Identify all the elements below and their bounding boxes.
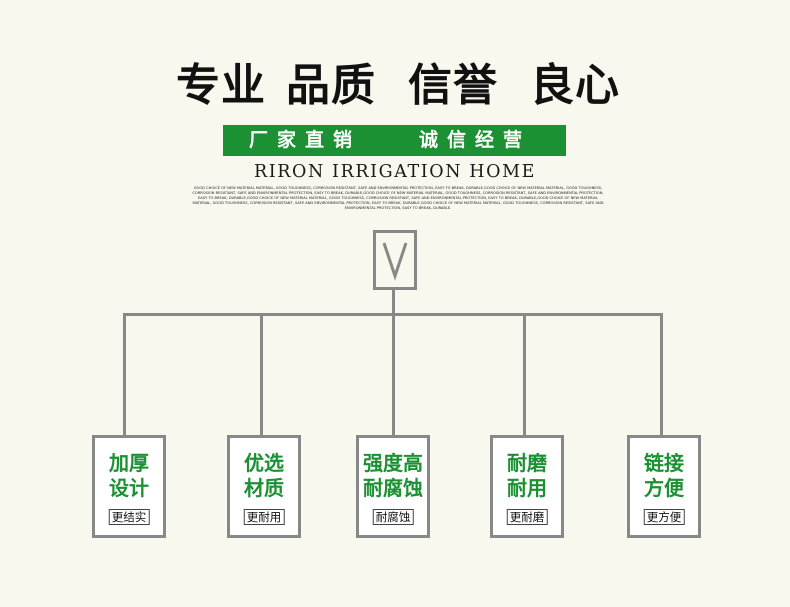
fine-print: GOOD CHOICE OF NEW MATERIAL MATERIAL, GO… — [192, 186, 604, 210]
headline-word-1: 专业 — [176, 60, 266, 111]
brand-name: RIRON IRRIGATION HOME — [253, 162, 537, 182]
feature-card-title-2: 耐用 — [507, 476, 547, 500]
feature-card-title-2: 耐腐蚀 — [363, 476, 423, 500]
feature-card-5: 链接 方便 更方便 — [627, 435, 701, 538]
feature-card-tag: 更耐磨 — [506, 509, 548, 525]
branch-connector-4 — [523, 313, 526, 437]
root-connector — [392, 287, 395, 316]
feature-card-1: 加厚 设计 更结实 — [92, 435, 166, 538]
feature-card-2: 优选 材质 更耐用 — [227, 435, 301, 538]
branch-connector-5 — [660, 313, 663, 437]
headline-word-2: 品质 — [286, 60, 376, 111]
banner-right-text: 诚信经营 — [419, 129, 532, 151]
green-banner: 厂家直销 诚信经营 — [223, 125, 566, 156]
headline-word-4: 良心 — [530, 60, 620, 111]
feature-card-tag: 更方便 — [643, 509, 685, 525]
feature-card-3: 强度高 耐腐蚀 耐腐蚀 — [356, 435, 430, 538]
v-letter-icon — [382, 242, 408, 281]
feature-card-title-2: 方便 — [644, 476, 684, 500]
feature-card-title-1: 优选 — [244, 451, 284, 475]
feature-card-4: 耐磨 耐用 更耐磨 — [490, 435, 564, 538]
root-node — [373, 230, 417, 290]
feature-card-title-1: 强度高 — [363, 451, 423, 475]
feature-card-title-2: 材质 — [244, 476, 284, 500]
feature-card-title-1: 链接 — [644, 451, 684, 475]
branch-connector-3 — [392, 313, 395, 437]
feature-card-tag: 更结实 — [108, 509, 150, 525]
feature-card-tag: 更耐用 — [243, 509, 285, 525]
headline-word-3: 信誉 — [408, 60, 498, 111]
feature-card-tag: 耐腐蚀 — [372, 509, 414, 525]
headline: 专业 品质 信誉 良心 — [0, 56, 790, 116]
branch-connector-2 — [260, 313, 263, 437]
banner-left-text: 厂家直销 — [249, 129, 362, 151]
feature-card-title-1: 加厚 — [109, 451, 149, 475]
feature-card-title-2: 设计 — [109, 476, 149, 500]
branch-connector-1 — [123, 313, 126, 437]
feature-card-title-1: 耐磨 — [507, 451, 547, 475]
